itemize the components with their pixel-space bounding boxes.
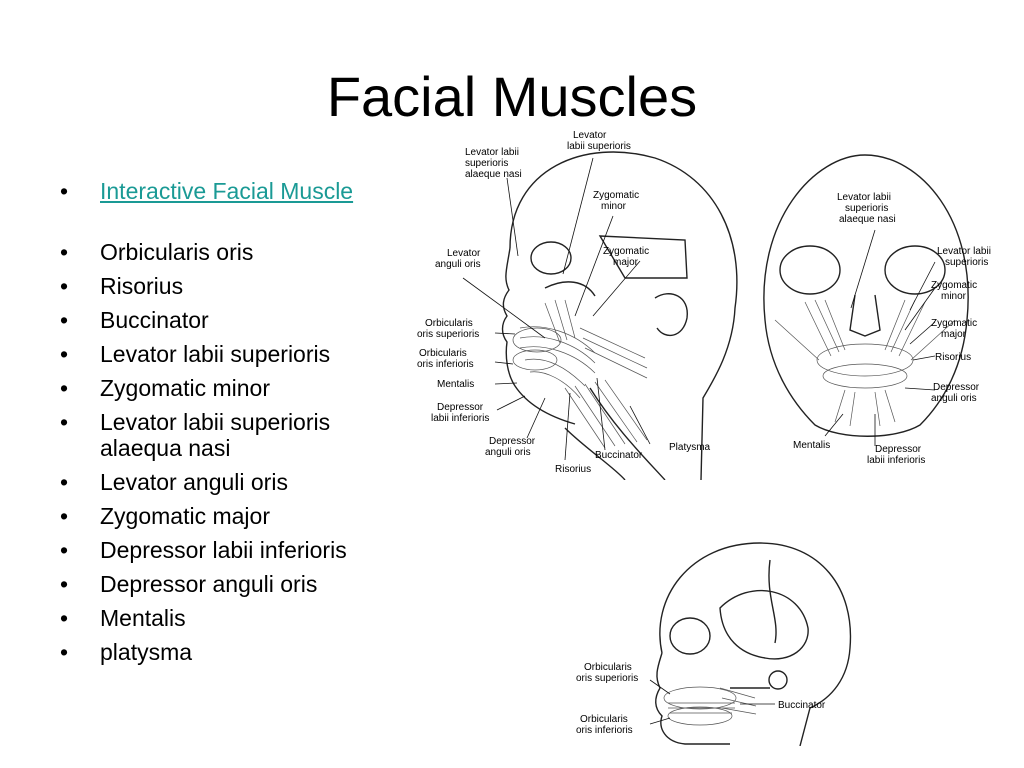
- list-item: Orbicularis oris: [56, 239, 416, 265]
- list-item: Depressor anguli oris: [56, 571, 416, 597]
- side-muscle-fibers: [512, 299, 648, 449]
- label-front-levator-labii-sup-alaeque-nasi: Levator labii: [837, 192, 891, 203]
- label-front-risorius: Risorius: [935, 352, 971, 363]
- list-item: Levator anguli oris: [56, 469, 416, 495]
- list-item: platysma: [56, 639, 416, 665]
- list-item: Depressor labii inferioris: [56, 537, 416, 563]
- list-item: Risorius: [56, 273, 416, 299]
- skull-leader-lines: [649, 679, 775, 725]
- muscle-list: Interactive Facial Muscle Orbicularis or…: [56, 178, 416, 673]
- skull-illustration: [655, 542, 852, 746]
- label-platysma: Platysma: [669, 442, 711, 453]
- label-levator-anguli-oris: Levator: [447, 248, 481, 259]
- list-item: Mentalis: [56, 605, 416, 631]
- label-buccinator: Buccinator: [595, 450, 643, 461]
- list-item: Zygomatic major: [56, 503, 416, 529]
- label-levator-labii-sup: Levator: [573, 130, 607, 141]
- label-front-zygomatic-major: Zygomatic: [931, 318, 977, 329]
- label-levator-labii-sup-alaeque-nasi: Levator labii: [465, 147, 519, 158]
- label-skull-orbicularis-oris-sup: Orbicularis: [584, 662, 632, 673]
- label-front-levator-labii-sup: Levator labii: [937, 246, 991, 257]
- front-head-illustration: [763, 154, 969, 437]
- label-zygomatic-major: Zygomatic: [603, 246, 649, 257]
- label-mentalis: Mentalis: [437, 379, 474, 390]
- list-item: Levator labii superioris alaequa nasi: [56, 409, 416, 461]
- list-item-link[interactable]: Interactive Facial Muscle: [56, 178, 416, 204]
- interactive-facial-muscle-link[interactable]: Interactive Facial Muscle: [100, 178, 354, 204]
- label-depressor-anguli-oris: Depressor: [489, 436, 536, 447]
- side-leader-lines: [462, 157, 651, 461]
- list-item: Buccinator: [56, 307, 416, 333]
- label-zygomatic-minor: Zygomatic: [593, 190, 639, 201]
- label-front-depressor-anguli-oris: Depressor: [933, 382, 980, 393]
- slide-title: Facial Muscles: [326, 65, 698, 128]
- skull-muscle-fibers: [663, 686, 757, 726]
- label-orbicularis-oris-sup: Orbicularis: [425, 318, 473, 329]
- label-front-depressor-labii-inf: Depressor: [875, 444, 922, 455]
- label-depressor-labii-inf: Depressor: [437, 402, 484, 413]
- label-skull-orbicularis-oris-inf: Orbicularis: [580, 714, 628, 725]
- label-front-zygomatic-minor: Zygomatic: [931, 280, 977, 291]
- label-skull-buccinator: Buccinator: [778, 700, 826, 711]
- label-risorius: Risorius: [555, 464, 591, 475]
- label-front-mentalis: Mentalis: [793, 440, 830, 451]
- front-leader-lines: [824, 229, 936, 446]
- list-item: Zygomatic minor: [56, 375, 416, 401]
- front-muscle-fibers: [774, 299, 956, 427]
- list-item: Levator labii superioris: [56, 341, 416, 367]
- label-orbicularis-oris-inf: Orbicularis: [419, 348, 467, 359]
- side-head-illustration: [501, 151, 738, 480]
